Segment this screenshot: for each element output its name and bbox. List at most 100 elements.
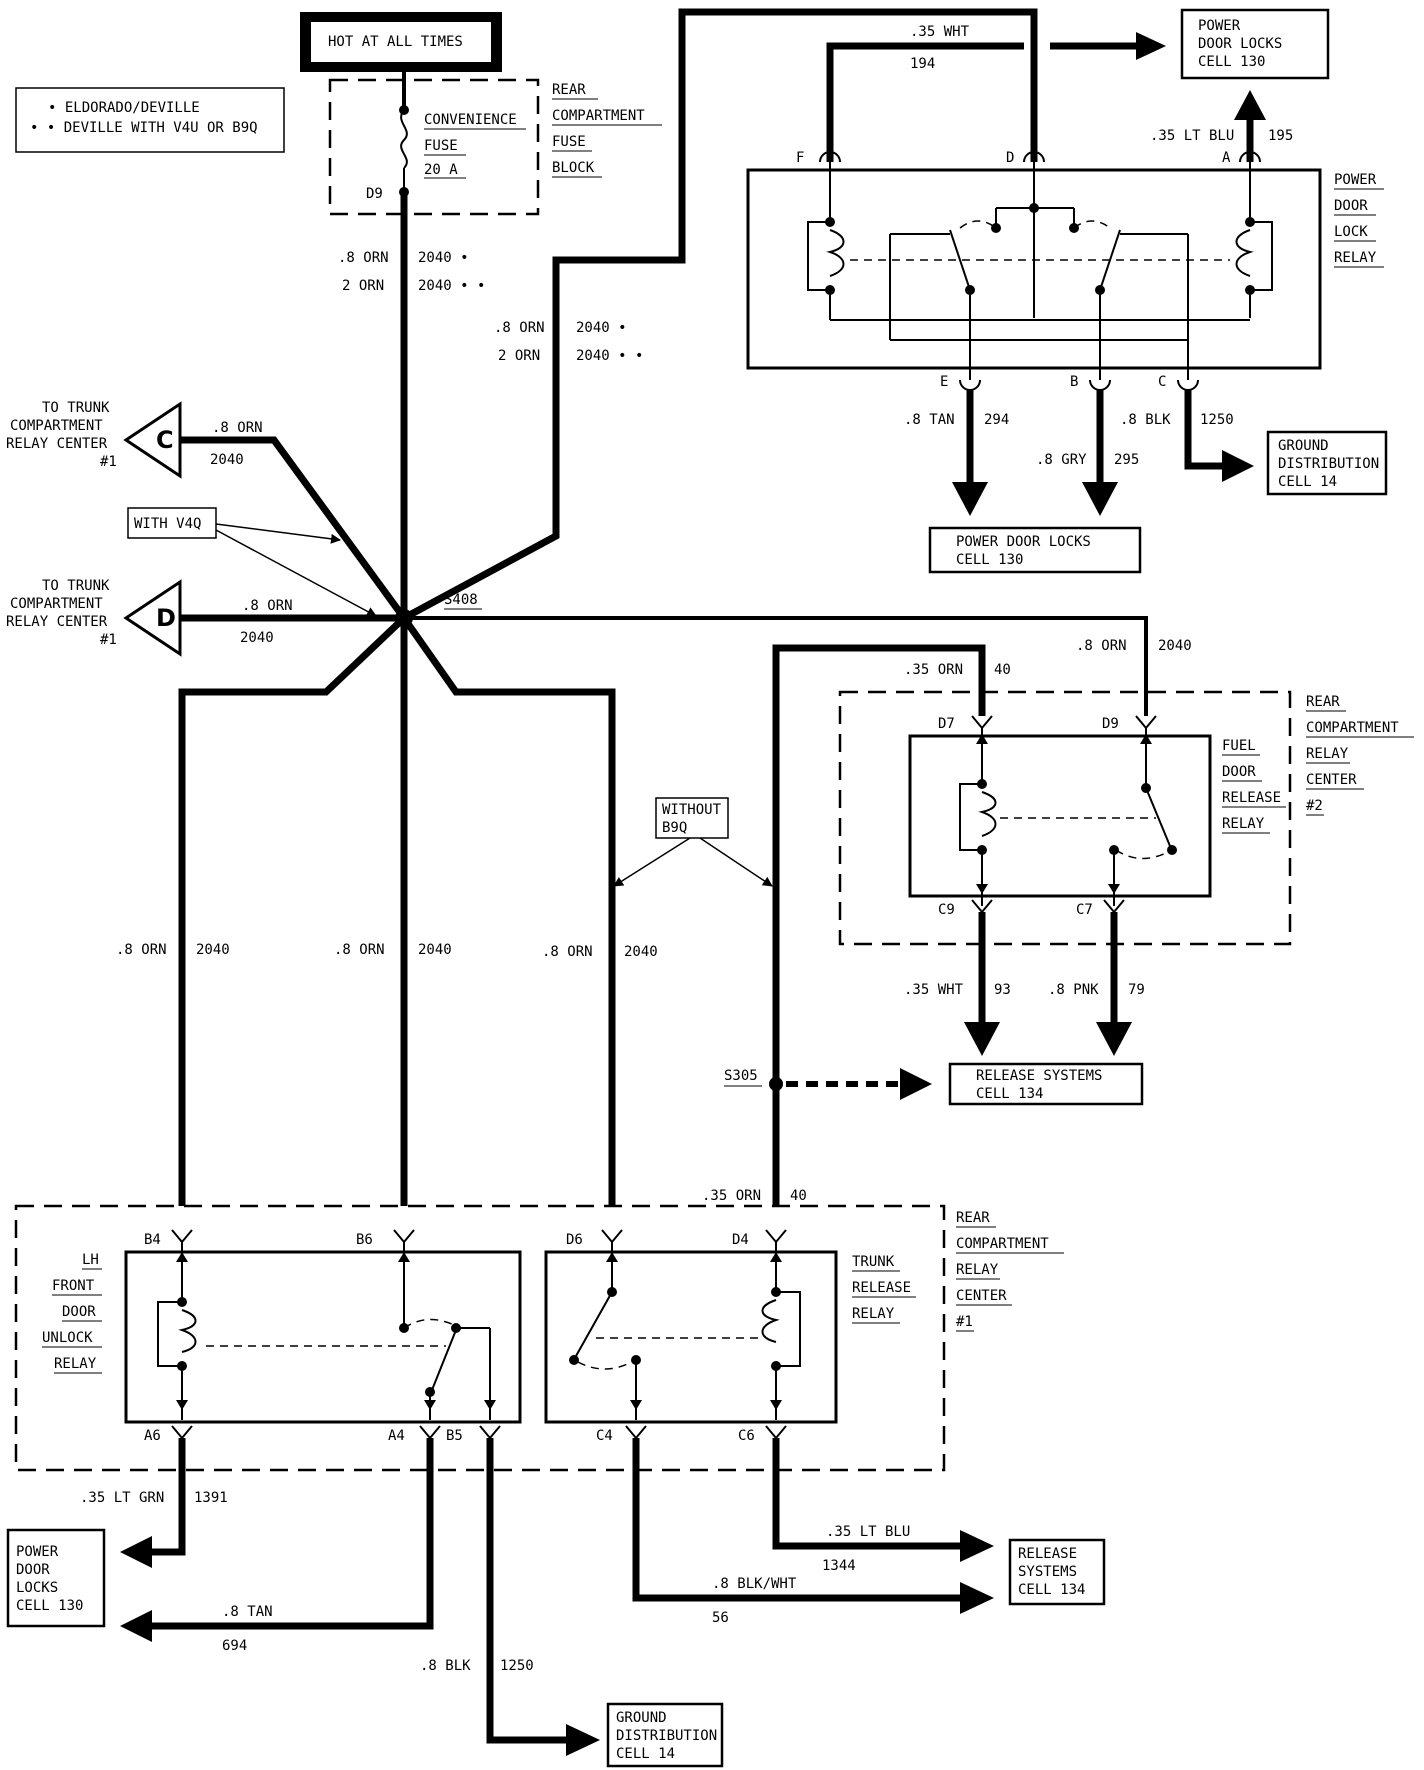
orn-40-wire: [772, 644, 986, 1206]
svg-text:POWER DOOR LOCKS: POWER DOOR LOCKS: [956, 534, 1091, 550]
relay-center-1-title: REAR COMPARTMENT RELAY CENTER #1: [956, 1210, 1064, 1332]
svg-text:REAR: REAR: [1306, 694, 1340, 710]
blkwht-56-wire: [632, 1438, 962, 1602]
svg-text:B4: B4: [144, 1232, 161, 1248]
svg-text:.8 ORN: .8 ORN: [116, 942, 167, 958]
svg-text:.35 LT GRN: .35 LT GRN: [80, 1490, 164, 1506]
svg-text:TO TRUNK: TO TRUNK: [42, 578, 110, 594]
svg-text:.8 ORN: .8 ORN: [1076, 638, 1127, 654]
c-wire: [180, 436, 407, 621]
dest-power-door-locks-top: POWER DOOR LOCKS CELL 130: [1180, 8, 1330, 80]
svg-text:A4: A4: [388, 1428, 405, 1444]
svg-text:2040: 2040: [240, 630, 274, 646]
svg-text:.8 BLK/WHT: .8 BLK/WHT: [712, 1576, 797, 1592]
fuse-icon: [400, 109, 408, 169]
svg-text:CELL 134: CELL 134: [976, 1086, 1043, 1102]
svg-text:SYSTEMS: SYSTEMS: [1018, 1564, 1077, 1580]
svg-text:.35 ORN: .35 ORN: [904, 662, 963, 678]
relay-center-1-border: [14, 1204, 946, 1472]
blk-1250-wire: [1184, 390, 1226, 470]
svg-text:.35 WHT: .35 WHT: [904, 982, 964, 998]
ltblu-195-label: .35 LT BLU: [1150, 128, 1234, 144]
svg-text:POWER: POWER: [1334, 172, 1377, 188]
svg-text:.8 BLK: .8 BLK: [420, 1658, 471, 1674]
pin-a: A: [1222, 150, 1231, 166]
branch-circuit-2: 2040 • •: [576, 348, 643, 364]
svg-text:.8 GRY: .8 GRY: [1036, 452, 1087, 468]
branch-circuit-1: 2040 •: [576, 320, 627, 336]
with-v4q-annotation: WITH V4Q: [127, 507, 377, 617]
rear-compartment-fuse-block: CONVENIENCE FUSE 20 A D9 REAR COMPARTMEN…: [328, 72, 662, 216]
svg-text:.8 PNK: .8 PNK: [1048, 982, 1099, 998]
svg-text:93: 93: [994, 982, 1011, 998]
trunk-connector-d: D TO TRUNK COMPARTMENT RELAY CENTER #1: [6, 578, 182, 657]
svg-text:#1: #1: [100, 632, 117, 648]
svg-text:1391: 1391: [194, 1490, 228, 1506]
svg-text:D6: D6: [566, 1232, 583, 1248]
svg-text:.8 BLK: .8 BLK: [1120, 412, 1171, 428]
svg-text:694: 694: [222, 1638, 247, 1654]
svg-text:2040: 2040: [210, 452, 244, 468]
svg-text:LOCK: LOCK: [1334, 224, 1368, 240]
svg-text:COMPARTMENT: COMPARTMENT: [956, 1236, 1049, 1252]
svg-text:2040: 2040: [418, 942, 452, 958]
svg-text:DOOR: DOOR: [62, 1304, 96, 1320]
fuse-name-2: FUSE: [424, 138, 458, 154]
svg-text:GROUND: GROUND: [616, 1710, 667, 1726]
svg-text:RELAY: RELAY: [956, 1262, 999, 1278]
feed-circuit-1: 2040 •: [418, 250, 469, 266]
svg-text:C: C: [156, 426, 174, 454]
svg-text:FRONT: FRONT: [52, 1278, 95, 1294]
svg-text:CELL 130: CELL 130: [1198, 54, 1265, 70]
coil-left-icon: [826, 229, 845, 277]
svg-text:RELAY: RELAY: [54, 1356, 97, 1372]
coil-right-icon: [1235, 229, 1254, 277]
fuse-block-title-4: BLOCK: [552, 160, 595, 176]
trunk-connector-c: C TO TRUNK COMPARTMENT RELAY CENTER #1: [6, 400, 182, 479]
svg-text:56: 56: [712, 1610, 729, 1626]
dest-power-door-locks-mid: POWER DOOR LOCKS CELL 130: [928, 526, 1142, 574]
pin-e: E: [940, 374, 948, 390]
svg-text:2040: 2040: [624, 944, 658, 960]
v3-wire: [401, 615, 616, 1206]
fuse-rating: 20 A: [424, 162, 458, 178]
svg-text:C6: C6: [738, 1428, 755, 1444]
svg-text:CELL 130: CELL 130: [956, 552, 1023, 568]
splice-s305: [769, 1077, 783, 1091]
svg-text:C7: C7: [1076, 902, 1093, 918]
ltblu-1344-wire: [772, 1438, 962, 1550]
wht-194-label: .35 WHT: [910, 24, 970, 40]
svg-text:1344: 1344: [822, 1558, 856, 1574]
trunk-relay-coil-icon: [761, 1299, 780, 1343]
fuse-name-1: CONVENIENCE: [424, 112, 517, 128]
svg-text:B9Q: B9Q: [662, 820, 687, 836]
svg-text:DOOR LOCKS: DOOR LOCKS: [1198, 36, 1282, 52]
ltgrn-1391-wire: [148, 1438, 186, 1556]
svg-text:POWER: POWER: [1198, 18, 1241, 34]
v1-wire: [178, 615, 407, 1206]
svg-text:CELL 134: CELL 134: [1018, 1582, 1085, 1598]
svg-text:DOOR: DOOR: [1222, 764, 1256, 780]
svg-text:COMPARTMENT: COMPARTMENT: [10, 418, 103, 434]
svg-text:B5: B5: [446, 1428, 463, 1444]
pin-c: C: [1158, 374, 1166, 390]
svg-text:40: 40: [994, 662, 1011, 678]
legend-box: • ELDORADO/DEVILLE • • DEVILLE WITH V4U …: [15, 87, 285, 153]
tan-694-wire: [150, 1438, 434, 1630]
svg-text:#1: #1: [956, 1314, 973, 1330]
svg-text:RELEASE: RELEASE: [1222, 790, 1281, 806]
fuse-block-title-3: FUSE: [552, 134, 586, 150]
svg-text:WITHOUT: WITHOUT: [662, 802, 722, 818]
power-door-lock-relay: F D A: [746, 150, 1384, 391]
svg-text:DOOR: DOOR: [1334, 198, 1368, 214]
svg-text:CENTER: CENTER: [1306, 772, 1357, 788]
svg-text:POWER: POWER: [16, 1544, 59, 1560]
svg-text:CELL 14: CELL 14: [1278, 474, 1337, 490]
feed-label-2: 2 ORN: [342, 278, 384, 294]
svg-text:LH: LH: [82, 1252, 99, 1268]
legend-line-1: • ELDORADO/DEVILLE: [48, 100, 200, 116]
svg-text:.8 ORN: .8 ORN: [212, 420, 263, 436]
svg-text:REAR: REAR: [956, 1210, 990, 1226]
hot-label: HOT AT ALL TIMES: [328, 34, 463, 50]
pin-f: F: [796, 150, 804, 166]
